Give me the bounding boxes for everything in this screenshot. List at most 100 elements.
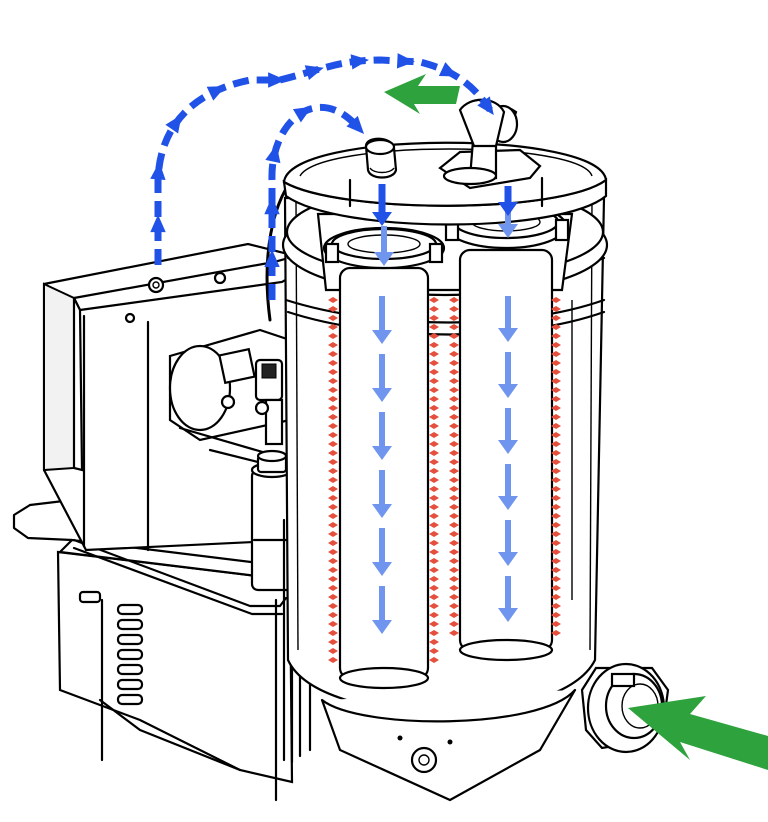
red-flow-mark (551, 378, 561, 384)
red-flow-mark (429, 558, 439, 564)
red-flow-mark (429, 603, 439, 609)
left-filter-down-arrow (372, 412, 392, 460)
left-filter-down-arrow (372, 586, 392, 634)
dark-blue-arrowhead (292, 106, 313, 123)
red-flow-mark (551, 387, 561, 393)
red-flow-mark (328, 333, 338, 339)
red-flow-mark (551, 522, 561, 528)
red-flow-mark (429, 621, 439, 627)
red-flow-mark (449, 477, 459, 483)
red-flow-mark (328, 450, 338, 456)
red-flow-mark (328, 342, 338, 348)
dark-blue-arrowhead (264, 249, 280, 268)
red-flow-mark (551, 396, 561, 402)
red-flow-mark (429, 585, 439, 591)
red-flow-mark (449, 315, 459, 321)
red-flow-mark (449, 621, 459, 627)
dark-blue-arrowhead (304, 65, 324, 81)
dark-blue-arrowhead (350, 54, 369, 70)
filter-mouth-arrow (374, 226, 394, 266)
red-flow-mark (328, 513, 338, 519)
red-flow-mark (328, 621, 338, 627)
red-flow-mark (328, 612, 338, 618)
red-flow-mark (429, 333, 439, 339)
red-flow-mark (449, 432, 459, 438)
lid-downflow-arrowhead (498, 202, 518, 216)
red-flow-mark (328, 558, 338, 564)
red-flow-mark (551, 558, 561, 564)
red-flow-mark (449, 567, 459, 573)
base-cart (56, 538, 303, 802)
red-flow-mark (429, 297, 439, 303)
red-flow-mark (328, 297, 338, 303)
red-flow-mark (449, 603, 459, 609)
red-flow-mark (328, 531, 338, 537)
red-flow-mark (429, 639, 439, 645)
valve-assembly (220, 358, 284, 446)
red-flow-mark (449, 378, 459, 384)
red-flow-mark (449, 351, 459, 357)
red-flow-mark (328, 324, 338, 330)
red-flow-mark (449, 486, 459, 492)
red-flow-mark (328, 486, 338, 492)
red-flow-mark (449, 333, 459, 339)
left-filter-down-arrow (372, 296, 392, 344)
red-flow-mark (328, 495, 338, 501)
left-filter-down-arrow (372, 528, 392, 576)
red-flow-mark (328, 468, 338, 474)
right-filter-down-arrow (498, 464, 518, 510)
red-flow-mark (449, 450, 459, 456)
red-flow-mark (328, 378, 338, 384)
red-flow-mark (551, 297, 561, 303)
red-flow-mark (328, 459, 338, 465)
red-flow-mark (429, 513, 439, 519)
red-flow-mark (328, 315, 338, 321)
red-flow-mark (328, 549, 338, 555)
red-flow-mark (551, 621, 561, 627)
red-flow-mark (429, 486, 439, 492)
red-flow-mark (449, 423, 459, 429)
red-flow-mark (449, 522, 459, 528)
red-flow-mark (429, 594, 439, 600)
dark-blue-arrowhead (268, 72, 286, 88)
right-filter-down-arrow (498, 520, 518, 566)
red-flow-mark (551, 468, 561, 474)
red-flow-mark (551, 423, 561, 429)
red-flow-mark (429, 324, 439, 330)
red-flow-mark (449, 360, 459, 366)
return-path-right-lower (268, 104, 363, 300)
red-flow-mark (449, 585, 459, 591)
red-flow-mark (328, 360, 338, 366)
right-filter-down-arrow (498, 576, 518, 622)
lid-downflow-arrowhead (372, 212, 392, 226)
red-flow-mark (328, 351, 338, 357)
dark-blue-arrowhead (396, 53, 415, 69)
red-flow-mark (449, 549, 459, 555)
red-flow-mark (551, 576, 561, 582)
red-flow-mark (328, 369, 338, 375)
red-flow-mark (449, 576, 459, 582)
right-filter-down-arrow (498, 408, 518, 454)
red-flow-mark (429, 630, 439, 636)
red-flow-mark (551, 513, 561, 519)
dark-blue-arrowhead (438, 62, 459, 77)
red-flow-mark (551, 333, 561, 339)
red-flow-mark (551, 450, 561, 456)
red-flow-mark (551, 306, 561, 312)
outlet-elbow[interactable] (438, 98, 542, 190)
red-flow-mark (449, 414, 459, 420)
red-flow-mark (449, 594, 459, 600)
red-flow-mark (429, 423, 439, 429)
red-flow-mark (429, 387, 439, 393)
red-flow-mark (551, 612, 561, 618)
red-flow-mark (429, 504, 439, 510)
dark-blue-arrowhead (264, 196, 280, 215)
blue-return-air-arrows (150, 53, 518, 300)
green-inlet-arrow (628, 696, 768, 770)
red-flow-mark (551, 495, 561, 501)
red-flow-mark (328, 423, 338, 429)
left-filter-down-arrow (372, 470, 392, 518)
red-flow-mark (429, 468, 439, 474)
red-flow-mark (328, 477, 338, 483)
red-flow-mark (551, 540, 561, 546)
